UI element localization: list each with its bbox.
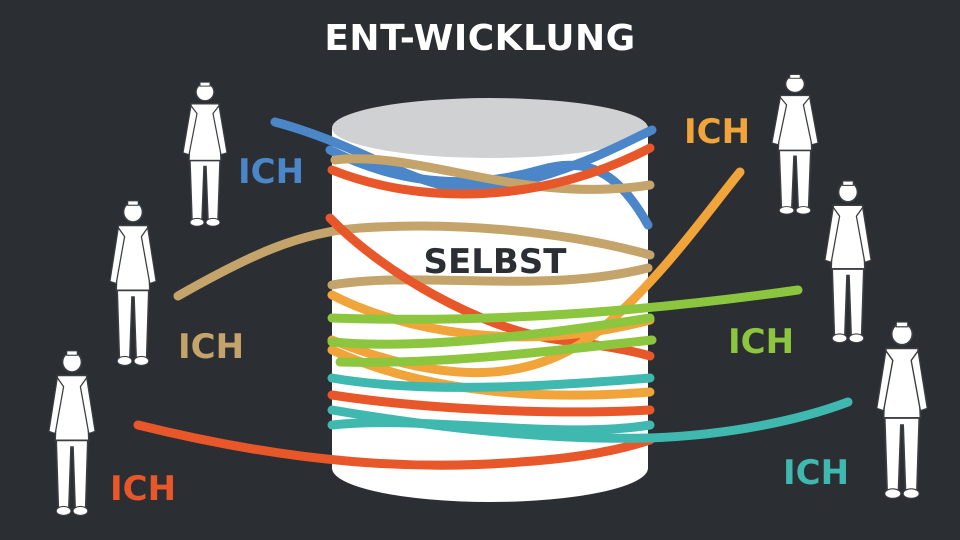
- person-figure-icon: [109, 199, 157, 367]
- person-figure-icon: [771, 73, 819, 215]
- strand-teal-3: [327, 418, 655, 435]
- strand-green-3: [335, 335, 657, 367]
- cylinder-top: [332, 98, 648, 158]
- strand-green-1: [327, 285, 803, 324]
- ich-label-red: ICH: [110, 469, 177, 509]
- strand-red-4: [327, 390, 655, 417]
- strand-tan-2: [173, 221, 655, 301]
- ich-label-orange: ICH: [684, 112, 751, 152]
- strand-tan-1: [330, 154, 655, 194]
- strand-tan-3: [327, 263, 653, 290]
- person-figure-icon: [875, 321, 929, 500]
- strand-red-1: [327, 143, 655, 199]
- ich-label-green: ICH: [728, 322, 795, 362]
- page-title: ENT-WICKLUNG: [324, 18, 636, 59]
- strand-orange-2: [327, 290, 655, 342]
- strand-red-3: [133, 420, 655, 470]
- selbst-label: SELBST: [423, 242, 567, 282]
- strand-teal-2: [327, 373, 655, 392]
- strand-green-2: [327, 313, 655, 349]
- tangled-strands: [133, 117, 853, 470]
- strand-blue-1: [270, 117, 657, 194]
- person-figure-icon: [48, 349, 96, 517]
- person-figure-icon: [824, 180, 872, 344]
- ich-label-blue: ICH: [238, 152, 305, 192]
- ich-label-teal: ICH: [783, 453, 850, 493]
- ich-label-tan: ICH: [178, 327, 245, 367]
- person-figure-icon: [182, 81, 228, 228]
